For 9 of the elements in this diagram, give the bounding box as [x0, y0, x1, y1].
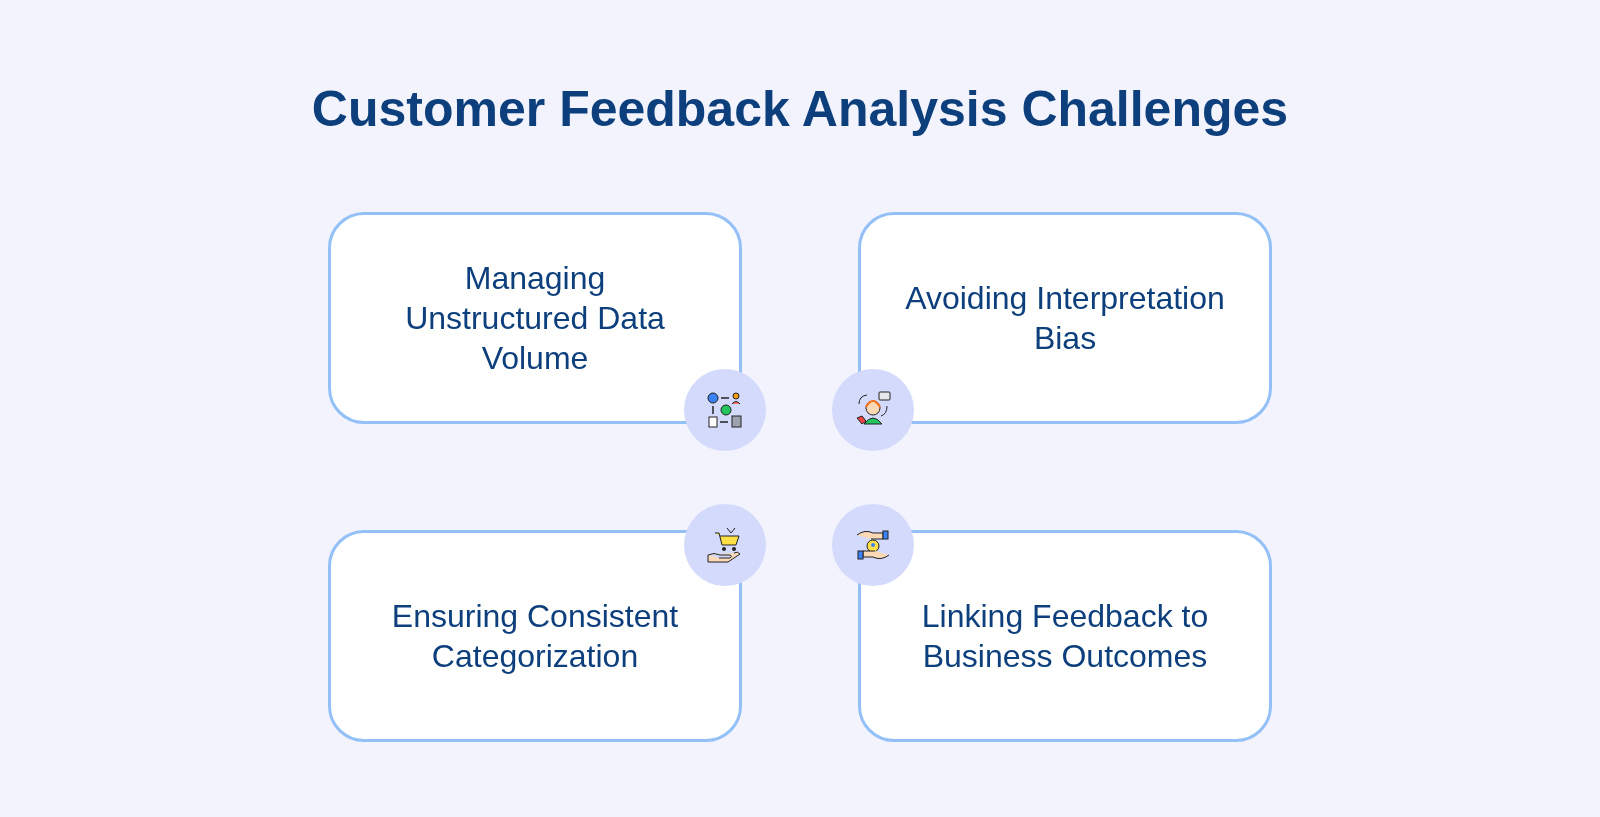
- challenge-card: [328, 212, 742, 424]
- challenge-card: [858, 530, 1272, 742]
- challenge-card: [858, 212, 1272, 424]
- card-text: Ensuring Consistent Categorization: [390, 597, 680, 676]
- card-text: Linking Feedback to Business Outcomes: [920, 597, 1210, 676]
- card-text: Managing Unstructured Data Volume: [404, 259, 666, 378]
- card-text: Avoiding Interpretation Bias: [904, 279, 1226, 358]
- title: Customer Feedback Analysis Challenges: [311, 80, 1289, 139]
- challenge-card: [328, 530, 742, 742]
